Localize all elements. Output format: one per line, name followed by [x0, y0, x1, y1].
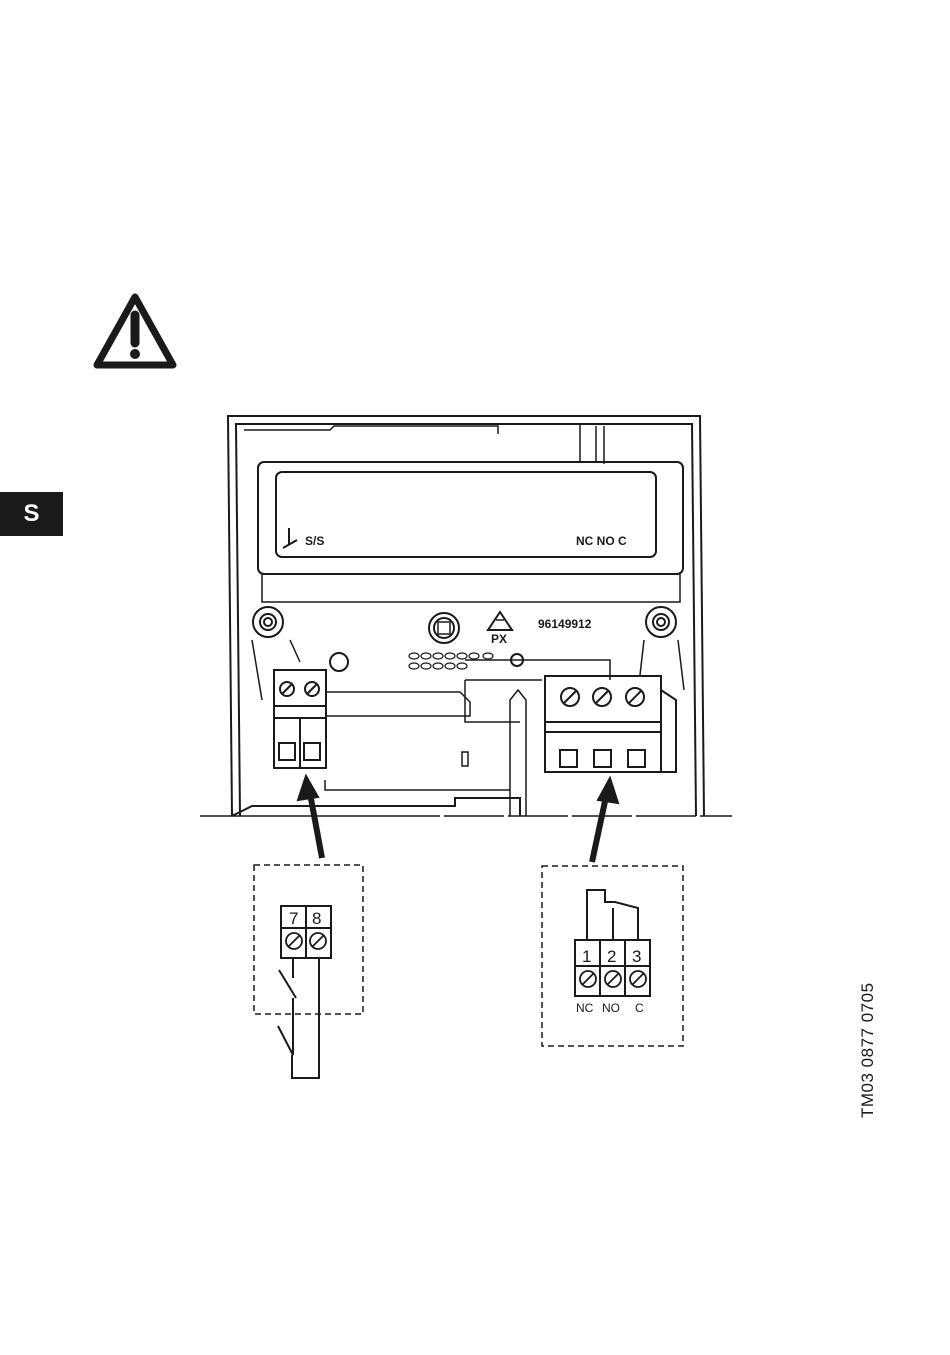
material-mark: PX [491, 632, 507, 646]
terminal-no-label: NO [602, 1001, 620, 1015]
mount-post-left [253, 607, 283, 637]
terminal-3-label: 3 [632, 947, 641, 966]
left-detail-box: 7 8 [254, 865, 363, 1078]
label-relay-terminals: NC NO C [576, 534, 627, 548]
terminal-nc-label: NC [576, 1001, 594, 1015]
relay-contact-wiring [587, 890, 638, 940]
arrow-right-connector [592, 778, 618, 862]
left-terminal-block [274, 670, 326, 768]
arrow-left-connector [298, 776, 322, 858]
ground-symbol-icon [283, 528, 297, 548]
terminal-2-label: 2 [607, 947, 616, 966]
terminal-8-label: 8 [312, 909, 321, 928]
mount-post-right [646, 607, 676, 637]
right-terminal-block [545, 676, 676, 772]
terminal-7-label: 7 [289, 909, 298, 928]
terminal-c-label: C [635, 1001, 644, 1015]
label-start-stop: S/S [305, 534, 324, 548]
part-number: 96149912 [538, 617, 592, 631]
recycling-triangle-icon [488, 612, 512, 630]
right-detail-box: 1 2 3 NC NO C [542, 866, 683, 1046]
external-switch-wiring [278, 958, 319, 1078]
terminal-1-label: 1 [582, 947, 591, 966]
